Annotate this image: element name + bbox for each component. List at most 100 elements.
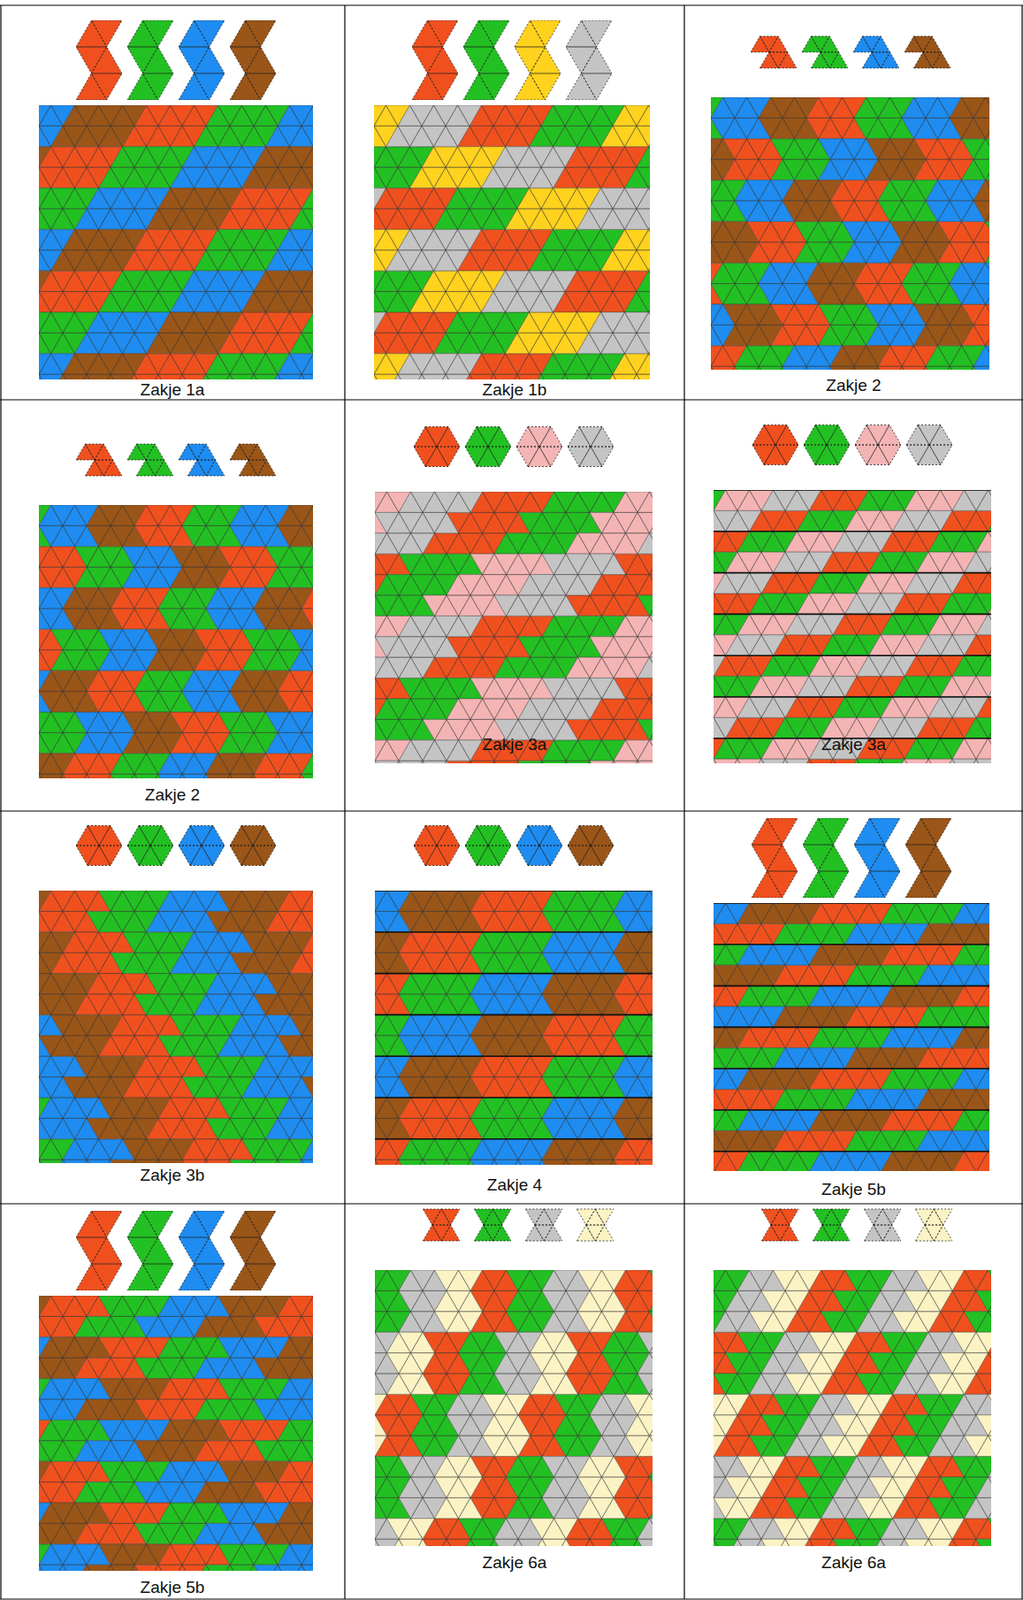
piece-icon <box>752 404 799 485</box>
tile-group <box>38 890 314 1163</box>
piece-icon <box>178 805 225 886</box>
row-line <box>713 530 992 533</box>
row-line <box>713 984 990 987</box>
row-line <box>713 902 990 904</box>
tiling-pattern <box>374 890 653 1165</box>
piece-icon <box>412 20 459 100</box>
piece-icon <box>906 1184 953 1265</box>
tile-group <box>374 1269 653 1546</box>
tiling-pattern <box>38 504 314 779</box>
piece-icon <box>516 1184 563 1265</box>
tile-group <box>38 890 314 1163</box>
row-line <box>374 890 653 892</box>
piece-icon <box>413 805 460 886</box>
row-line <box>713 1026 990 1029</box>
piece-icon <box>76 20 123 100</box>
tile-group <box>374 1269 653 1546</box>
piece-shape <box>413 426 460 466</box>
tile-group <box>713 1269 992 1546</box>
piece-icon <box>516 805 563 886</box>
tile-group <box>38 1295 314 1571</box>
piece-icon <box>76 419 123 500</box>
tiling-pattern <box>374 1269 653 1546</box>
tile-group <box>713 489 992 764</box>
piece-icon <box>413 406 460 487</box>
tile-group <box>710 97 990 370</box>
piece-shape <box>76 20 123 100</box>
piece-shape <box>229 20 276 100</box>
tile-group <box>38 504 314 779</box>
piece-shape <box>853 36 900 69</box>
piece-shape <box>127 20 174 100</box>
cell-caption: Zakje 2 <box>145 786 200 805</box>
row-line <box>713 489 992 491</box>
row-line <box>713 572 992 574</box>
tiling-pattern <box>38 105 314 380</box>
piece-icon <box>76 805 123 886</box>
piece-shape <box>229 824 276 865</box>
piece-shape <box>761 1208 799 1241</box>
cell-caption: Zakje 6a <box>482 1553 548 1573</box>
piece-icon <box>514 20 561 100</box>
piece-shape <box>229 1210 276 1291</box>
tile-group <box>710 97 990 370</box>
row-line <box>713 1150 990 1153</box>
piece-shape <box>127 824 174 865</box>
tile-group <box>38 504 314 779</box>
tile-group <box>38 105 314 380</box>
piece-icon <box>229 1210 276 1291</box>
piece-icon <box>803 404 850 485</box>
row-line <box>713 654 992 657</box>
cell-caption: Zakje 2 <box>825 376 881 396</box>
cell-caption: Zakje 1a <box>140 381 206 400</box>
piece-icon <box>127 1210 174 1291</box>
piece-icon <box>229 805 276 886</box>
tile-group <box>38 1295 314 1571</box>
tiling-pattern <box>710 97 990 370</box>
tile-group <box>713 902 990 1171</box>
piece-shape <box>904 36 951 69</box>
cell-caption: Zakje 3a <box>482 735 548 755</box>
piece-shape <box>229 443 276 476</box>
tile-group <box>374 1269 653 1546</box>
tiling-pattern <box>713 902 990 1171</box>
piece-icon <box>906 404 953 485</box>
table-line <box>343 5 345 1599</box>
piece-shape <box>567 824 614 865</box>
piece-shape <box>178 443 225 476</box>
piece-shape <box>516 426 563 466</box>
piece-shape <box>801 36 848 69</box>
piece-shape <box>465 426 512 466</box>
piece-icon <box>178 20 225 100</box>
piece-shape <box>863 1208 901 1241</box>
tile-group <box>38 105 314 380</box>
tiling-pattern <box>713 489 992 764</box>
table-line <box>683 5 685 1599</box>
piece-icon <box>751 817 798 898</box>
tile-group <box>38 504 314 779</box>
piece-shape <box>576 1208 614 1241</box>
cell-caption: Zakje 6a <box>821 1553 886 1573</box>
piece-shape <box>76 1210 123 1291</box>
piece-shape <box>178 20 225 100</box>
piece-shape <box>915 1208 953 1241</box>
tile-group <box>710 97 990 370</box>
piece-shape <box>752 424 799 465</box>
tiling-pattern <box>374 491 653 764</box>
piece-icon <box>463 20 510 100</box>
piece-shape <box>525 1208 563 1241</box>
piece-shape <box>178 824 225 865</box>
cell-caption: Zakje 3b <box>140 1166 206 1185</box>
tiling-pattern <box>38 890 314 1163</box>
piece-shape <box>514 20 561 100</box>
piece-icon <box>516 406 563 487</box>
piece-icon <box>904 12 951 92</box>
row-line <box>713 695 992 698</box>
piece-icon <box>750 12 797 92</box>
piece-icon <box>567 406 614 487</box>
piece-shape <box>422 1208 460 1241</box>
piece-icon <box>229 419 276 500</box>
row-line <box>713 613 992 616</box>
row-line <box>374 931 653 933</box>
